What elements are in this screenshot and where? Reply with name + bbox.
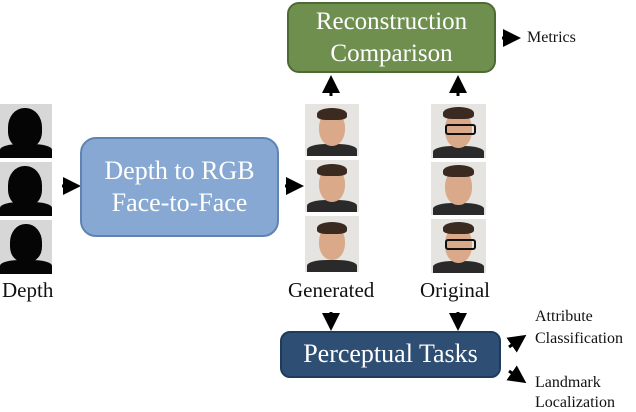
reconstruction-label-line1: Reconstruction [315, 8, 468, 36]
original-image-2 [431, 162, 486, 215]
depth-label: Depth [2, 278, 54, 302]
generated-image-3 [305, 216, 359, 272]
generated-label: Generated [288, 278, 375, 302]
reconstruction-comparison-box: Reconstruction Comparison [287, 2, 496, 73]
depth-image-1 [0, 104, 52, 158]
generated-image-1 [305, 104, 359, 156]
original-label: Original [420, 278, 490, 302]
depth-image-3 [0, 220, 52, 274]
original-image-1 [431, 104, 486, 158]
metrics-label: Metrics [527, 29, 576, 46]
depth-image-2 [0, 162, 52, 216]
generated-image-2 [305, 160, 359, 212]
perceptual-tasks-box: Perceptual Tasks [280, 331, 501, 378]
depth-to-rgb-box: Depth to RGB Face-to-Face [80, 137, 279, 237]
perceptual-tasks-label: Perceptual Tasks [303, 339, 478, 369]
depth-to-rgb-label-line2: Face-to-Face [111, 188, 248, 217]
attribute-label-line1: Attribute [535, 308, 593, 325]
arrow-perceptual-to-attribute [506, 334, 527, 353]
depth-to-rgb-label-line1: Depth to RGB [104, 155, 255, 185]
attribute-label-line2: Classification [535, 330, 623, 347]
reconstruction-label-line2: Comparison [330, 39, 453, 67]
original-image-3 [431, 219, 486, 273]
arrow-perceptual-to-landmark [506, 365, 527, 384]
landmark-label-line1: Landmark [535, 374, 601, 391]
landmark-label-line2: Localization [535, 394, 615, 411]
